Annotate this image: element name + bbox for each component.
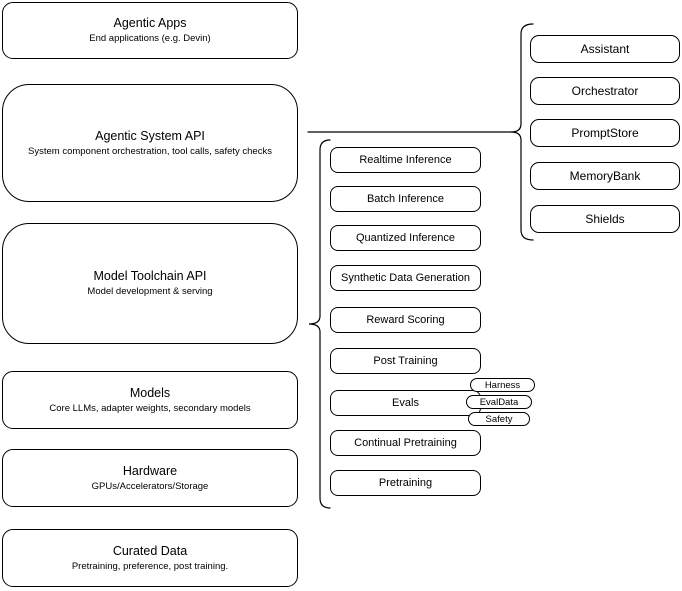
box-subtitle: GPUs/Accelerators/Storage — [91, 480, 209, 492]
toolchain-brace — [308, 139, 331, 509]
stack-box-model-toolchain-api: Model Toolchain API Model development & … — [2, 223, 298, 344]
box-subtitle: Pretraining, preference, post training. — [71, 560, 229, 572]
component-box-assistant: Assistant — [530, 35, 680, 63]
eval-tag-evaldata: EvalData — [466, 395, 532, 409]
box-subtitle: Core LLMs, adapter weights, secondary mo… — [49, 402, 251, 414]
stack-box-models: Models Core LLMs, adapter weights, secon… — [2, 371, 298, 429]
toolchain-box-reward-scoring: Reward Scoring — [330, 307, 481, 333]
toolchain-box-evals: Evals — [330, 390, 481, 416]
box-title: Curated Data — [112, 543, 188, 558]
stack-box-hardware: Hardware GPUs/Accelerators/Storage — [2, 449, 298, 507]
eval-tag-safety: Safety — [468, 412, 530, 426]
component-box-orchestrator: Orchestrator — [530, 77, 680, 105]
box-title: Model Toolchain API — [93, 269, 207, 283]
toolchain-box-batch-inference: Batch Inference — [330, 186, 481, 212]
toolchain-box-continual-pretraining: Continual Pretraining — [330, 430, 481, 456]
toolchain-box-synthetic-data-generation: Synthetic Data Generation — [330, 265, 481, 291]
toolchain-box-realtime-inference: Realtime Inference — [330, 147, 481, 173]
box-title: Models — [129, 385, 171, 400]
box-subtitle: System component orchestration, tool cal… — [28, 145, 272, 157]
stack-box-curated-data: Curated Data Pretraining, preference, po… — [2, 529, 298, 587]
box-title: Agentic Apps — [113, 16, 187, 30]
component-box-memorybank: MemoryBank — [530, 162, 680, 190]
component-box-promptstore: PromptStore — [530, 119, 680, 147]
stack-box-agentic-apps: Agentic Apps End applications (e.g. Devi… — [2, 2, 298, 59]
eval-tag-harness: Harness — [470, 378, 535, 392]
box-subtitle: End applications (e.g. Devin) — [89, 33, 211, 44]
component-box-shields: Shields — [530, 205, 680, 233]
box-title: Hardware — [122, 463, 178, 478]
stack-box-agentic-system-api: Agentic System API System component orch… — [2, 84, 298, 202]
box-title: Agentic System API — [95, 128, 205, 143]
toolchain-box-quantized-inference: Quantized Inference — [330, 225, 481, 251]
toolchain-box-post-training: Post Training — [330, 348, 481, 374]
toolchain-box-pretraining: Pretraining — [330, 470, 481, 496]
box-subtitle: Model development & serving — [87, 286, 213, 297]
